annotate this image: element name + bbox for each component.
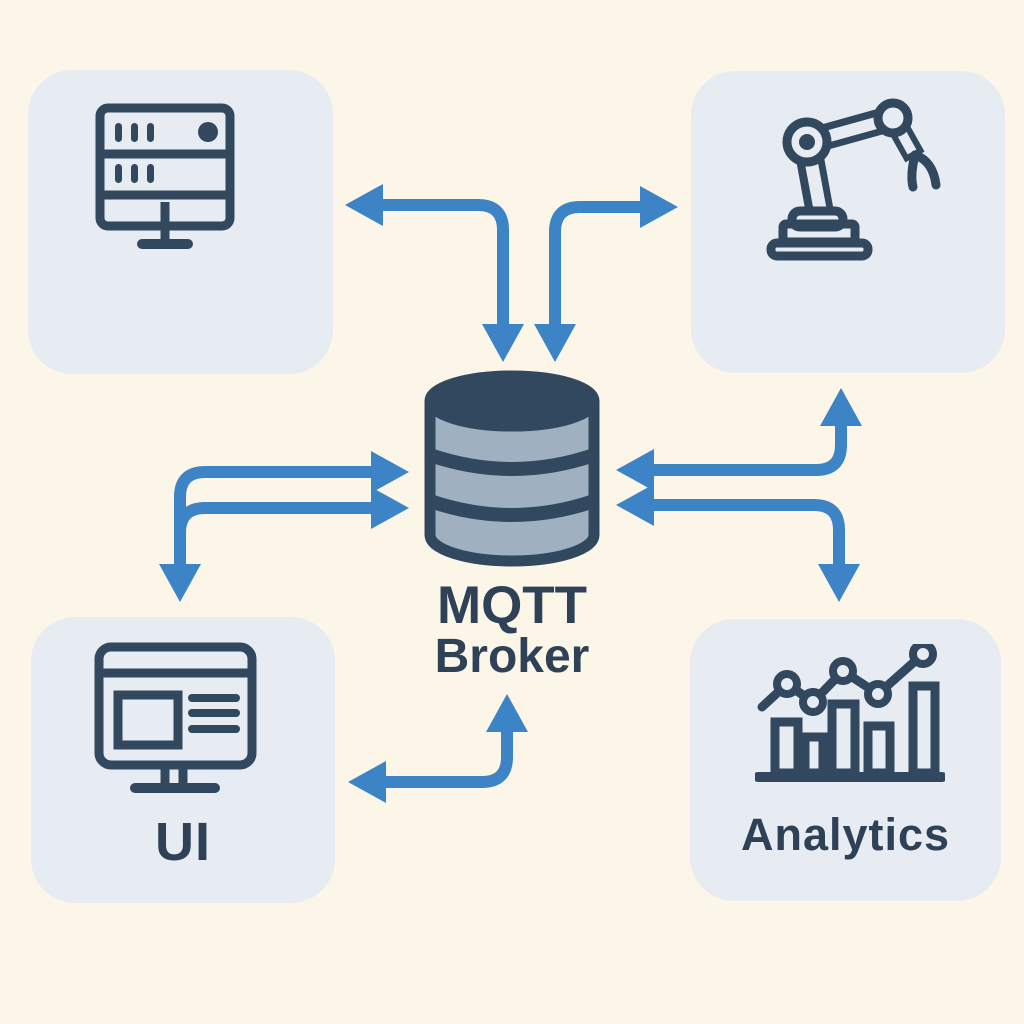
mqtt-broker: MQTT Broker	[421, 369, 603, 681]
broker-label: MQTT Broker	[361, 576, 663, 684]
node-ui: UI	[31, 617, 335, 903]
node-ui-label: UI	[155, 812, 211, 872]
arrow-ui-broker-bottom	[348, 694, 528, 803]
node-analytics: Analytics	[690, 619, 1001, 901]
node-analytics-label: Analytics	[740, 809, 951, 860]
arrow-broker-robot-top	[534, 186, 678, 362]
broker-label-line1: MQTT	[436, 576, 588, 635]
arrow-robot-broker-right	[616, 388, 862, 491]
bar-chart-icon	[755, 644, 945, 782]
broker-label-line2: Broker	[434, 630, 590, 684]
database-icon	[424, 370, 600, 567]
arrow-server-broker	[345, 184, 524, 362]
node-server	[28, 70, 333, 374]
robot-arm-icon	[766, 98, 941, 261]
browser-window-icon	[94, 642, 257, 793]
server-icon	[95, 103, 235, 249]
node-robot-arm	[691, 71, 1005, 373]
